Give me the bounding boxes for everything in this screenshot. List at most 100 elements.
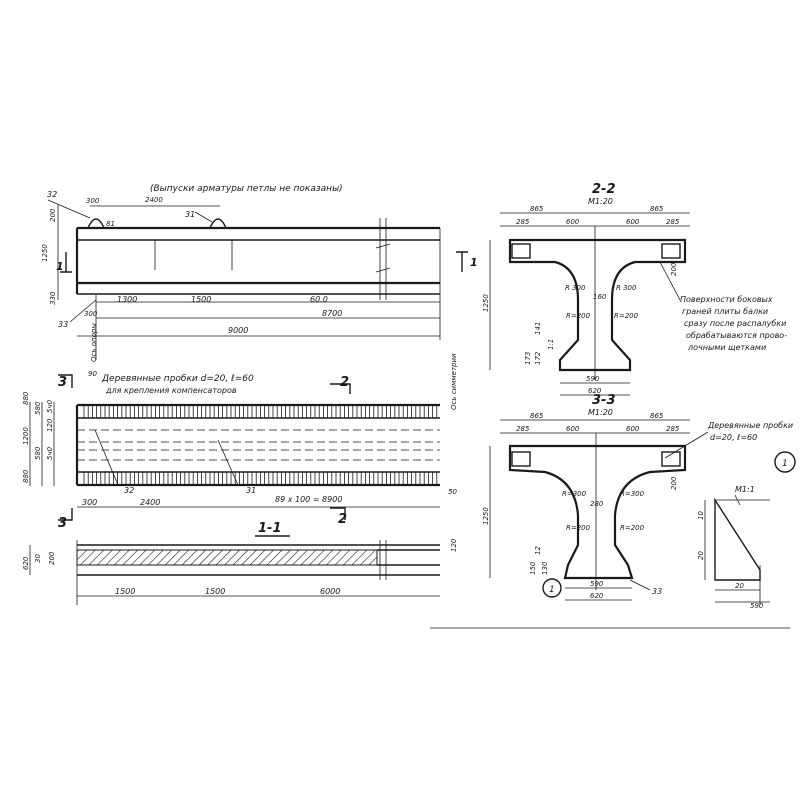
axis-support: Ось опоры: [90, 323, 98, 362]
s22-note-4: лочными щетками: [687, 343, 766, 352]
s22-note-1: граней плиты балки: [682, 307, 768, 316]
pos-33-label: 33: [58, 320, 68, 329]
section-1-1: 1-1 620 30 200 1500 1500 6000 120: [22, 521, 458, 605]
lifting-loop-right: [209, 218, 227, 229]
plan-note-plugs-2: для крепления компенсаторов: [105, 386, 237, 395]
elevation-note: (Выпуски арматуры петлы не показаны): [150, 184, 343, 194]
dim-200-left: 200: [49, 208, 57, 222]
s11-dim-120: 120: [450, 538, 458, 552]
beam-elevation: (Выпуски арматуры петлы не показаны) 32 …: [41, 184, 478, 410]
dim-1300: 1300: [117, 295, 137, 304]
s22-left-pocket: [511, 243, 531, 259]
s33-dim-590: 590: [590, 580, 604, 588]
s22-note-3: обрабатываются прово-: [686, 331, 787, 340]
section-2-top: 2: [340, 375, 349, 390]
s22-top-1: 865: [650, 205, 664, 213]
s22-left-2: 173: [524, 352, 532, 365]
plan-dim-50: 50: [448, 488, 457, 496]
s33-dim-1250: 1250: [482, 507, 490, 525]
s22-note-2: сразу после распалубки: [684, 319, 786, 328]
pos-31-label: 31: [185, 210, 195, 219]
lifting-loop-left: [87, 218, 105, 229]
s33-top-1: 865: [650, 412, 664, 420]
s33-dim-200: 200: [670, 476, 678, 490]
dim-90: 90: [88, 370, 97, 378]
s22-dim-200: 200: [670, 262, 678, 276]
detail-dim-590: 590: [750, 602, 764, 610]
s33-top-0: 865: [530, 412, 544, 420]
detail-callout: 1: [782, 459, 788, 469]
beam-section-22: [508, 238, 687, 372]
detail-1: 1 М1:1 10 20 20 590: [697, 451, 796, 610]
dim-300-low: 300: [84, 310, 98, 318]
beam-section-33: [508, 444, 687, 580]
s33-dim-620: 620: [590, 592, 604, 600]
dim-300-top: 300: [86, 197, 100, 205]
plan-dim-2400: 2400: [140, 498, 160, 507]
s22-top-5: 285: [666, 218, 680, 226]
s33-top-5: 285: [666, 425, 680, 433]
s33-top-4: 600: [626, 425, 640, 433]
section-22-scale: М1:20: [588, 197, 613, 206]
s22-dim-620: 620: [588, 387, 602, 395]
section-2-2: 2-2 М1:20 865 865 285 600 600 285 R 300 …: [482, 182, 787, 396]
s33-right-pocket: [661, 451, 681, 467]
s22-top-4: 600: [626, 218, 640, 226]
dim-2400-top: 2400: [145, 196, 163, 204]
plan-pos-32: 32: [124, 486, 134, 495]
s11-dim-1: 30: [34, 554, 42, 563]
section-11-title: 1-1: [258, 521, 282, 536]
s33-r1: R=300: [562, 490, 587, 498]
plan-note-plugs: Деревянные пробки d=20, ℓ=60: [101, 374, 254, 384]
s11-dim-left: 1500: [115, 587, 135, 596]
s22-r3: R=200: [566, 312, 591, 320]
s33-callout-circle: [542, 578, 562, 598]
s11-dim-2: 200: [48, 551, 56, 565]
section-22-title: 2-2: [592, 182, 616, 197]
s22-r2: R 300: [616, 284, 637, 292]
dim-8700: 8700: [322, 309, 342, 318]
section-33-scale: М1:20: [588, 408, 613, 417]
pos-32-label: 32: [47, 190, 57, 199]
section-1-left: 1: [56, 260, 64, 273]
stirrups-top: [83, 405, 438, 418]
s33-top-2: 285: [516, 425, 530, 433]
s22-r1: R 300: [565, 284, 586, 292]
section-3-top: 3: [58, 375, 67, 390]
plan-dim-4: 580: [34, 446, 42, 460]
detail-scale: М1:1: [735, 485, 755, 494]
s33-left-pocket: [511, 451, 531, 467]
beam-plan: 3 90 Деревянные пробки d=20, ℓ=60 для кр…: [22, 370, 457, 531]
dim-9000: 9000: [228, 326, 248, 335]
s22-dim-590: 590: [586, 375, 600, 383]
s33-dim-280: 280: [590, 500, 604, 508]
s22-top-0: 865: [530, 205, 544, 213]
slab-hatched: [76, 549, 378, 566]
plan-dim-0: 880: [22, 391, 30, 405]
detail-dim-10: 10: [697, 511, 705, 520]
s22-top-3: 600: [566, 218, 580, 226]
detail-callout-circle: [774, 451, 796, 473]
s33-callout: 1: [549, 585, 555, 595]
plan-dim-6: 5ч0: [46, 399, 54, 413]
detail-dim-20h: 20: [735, 582, 744, 590]
s33-left-2: 130: [541, 561, 549, 575]
s33-note-1: d=20, ℓ=60: [710, 433, 757, 442]
s33-r3: R=200: [566, 524, 591, 532]
dim-81: 81: [106, 220, 115, 228]
axis-symmetry: Ось симметрии: [450, 353, 458, 410]
s22-dim-160: 160: [593, 293, 607, 301]
plan-dim-5: 880: [22, 469, 30, 483]
s22-right-pocket: [661, 243, 681, 259]
dim-330: 330: [49, 291, 57, 305]
detail-dim-20v: 20: [697, 551, 705, 560]
s22-left-1: 141: [534, 322, 542, 335]
s33-top-3: 600: [566, 425, 580, 433]
s22-top-2: 285: [516, 218, 530, 226]
section-3-bottom: 3: [58, 516, 67, 531]
plan-dim-grid: 89 х 100 = 8900: [275, 495, 342, 504]
s22-left-0: 172: [534, 351, 542, 365]
s22-left-3: 1:1: [547, 339, 555, 350]
s33-left-1: 150: [529, 561, 537, 575]
